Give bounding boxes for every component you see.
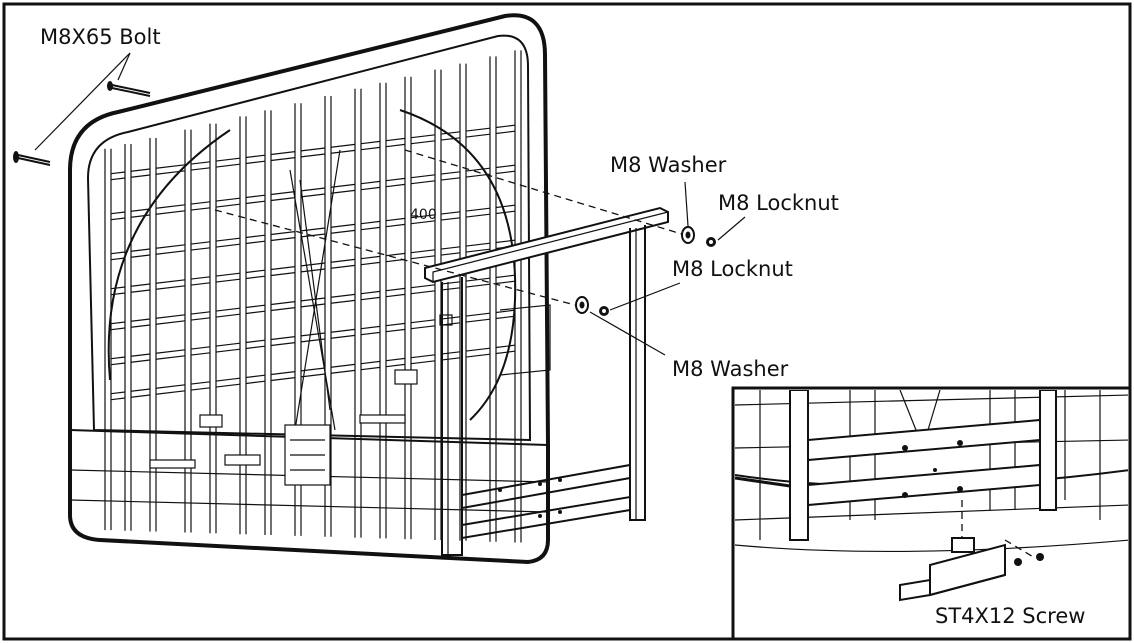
label-bolt: M8X65 Bolt xyxy=(40,25,161,49)
washer-bottom xyxy=(575,296,589,314)
washer-top xyxy=(681,226,695,244)
bolt-upper xyxy=(107,81,151,97)
label-screw: ST4X12 Screw xyxy=(935,604,1085,628)
backboard-panel xyxy=(68,13,550,565)
label-locknut-mid: M8 Locknut xyxy=(672,257,793,281)
inset-detail: ST4X12 Screw xyxy=(731,386,1132,641)
label-washer-top: M8 Washer xyxy=(610,153,727,177)
alignment-line-bottom xyxy=(214,209,576,306)
bracket-frame xyxy=(424,206,669,556)
label-locknut-top: M8 Locknut xyxy=(718,191,839,215)
bolt-lower xyxy=(13,151,51,166)
label-washer-bottom: M8 Washer xyxy=(672,357,789,381)
alignment-line-top xyxy=(404,149,686,236)
locknut-mid xyxy=(599,306,609,316)
leader-lines xyxy=(34,52,1053,601)
locknut-top xyxy=(706,237,716,247)
panel-marking: 400 xyxy=(410,207,437,223)
